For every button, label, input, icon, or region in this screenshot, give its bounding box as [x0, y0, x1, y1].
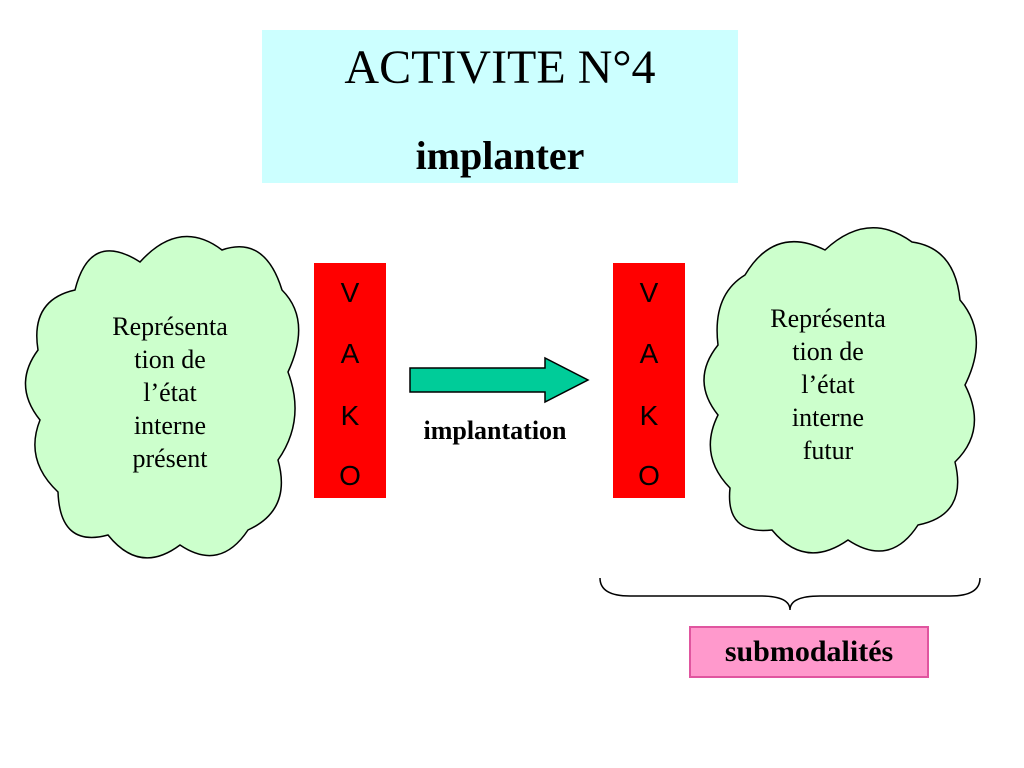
cloud-future-line: interne — [791, 403, 865, 432]
cloud-present-text: Représenta tion de l’état interne présen… — [70, 310, 270, 475]
cloud-future-line: l’état — [801, 370, 855, 399]
vako-letter: A — [340, 338, 360, 369]
vako-letter: O — [638, 460, 660, 491]
cloud-present-line: Représenta — [112, 312, 228, 341]
vako-letter: V — [340, 277, 360, 308]
cloud-present-line: interne — [133, 411, 207, 440]
submodalities-brace — [599, 577, 981, 611]
cloud-present-line: tion de — [134, 345, 206, 374]
vako-letter: K — [340, 400, 360, 431]
cloud-future-line: Représenta — [770, 304, 886, 333]
cloud-present-line: présent — [132, 444, 208, 473]
title-subheading: implanter — [415, 133, 585, 178]
title-box: ACTIVITE N°4 implanter — [262, 30, 738, 183]
vako-letter: V — [639, 277, 659, 308]
submodalities-label: submodalités — [689, 626, 929, 678]
implantation-arrow — [409, 356, 590, 404]
cloud-future-line: futur — [802, 436, 854, 465]
arrow-label: implantation — [423, 416, 567, 445]
cloud-present-line: l’état — [143, 378, 197, 407]
vako-letter: A — [639, 338, 659, 369]
cloud-present-shape — [24, 235, 300, 559]
title-heading: ACTIVITE N°4 — [344, 41, 656, 94]
vako-letter: O — [339, 460, 361, 491]
vako-bar-present: V A K O — [314, 263, 386, 498]
cloud-future-line: tion de — [792, 337, 864, 366]
cloud-future-shape — [703, 227, 977, 554]
cloud-future-text: Représenta tion de l’état interne futur — [728, 302, 928, 467]
vako-bar-future: V A K O — [613, 263, 685, 498]
vako-letter: K — [639, 400, 659, 431]
